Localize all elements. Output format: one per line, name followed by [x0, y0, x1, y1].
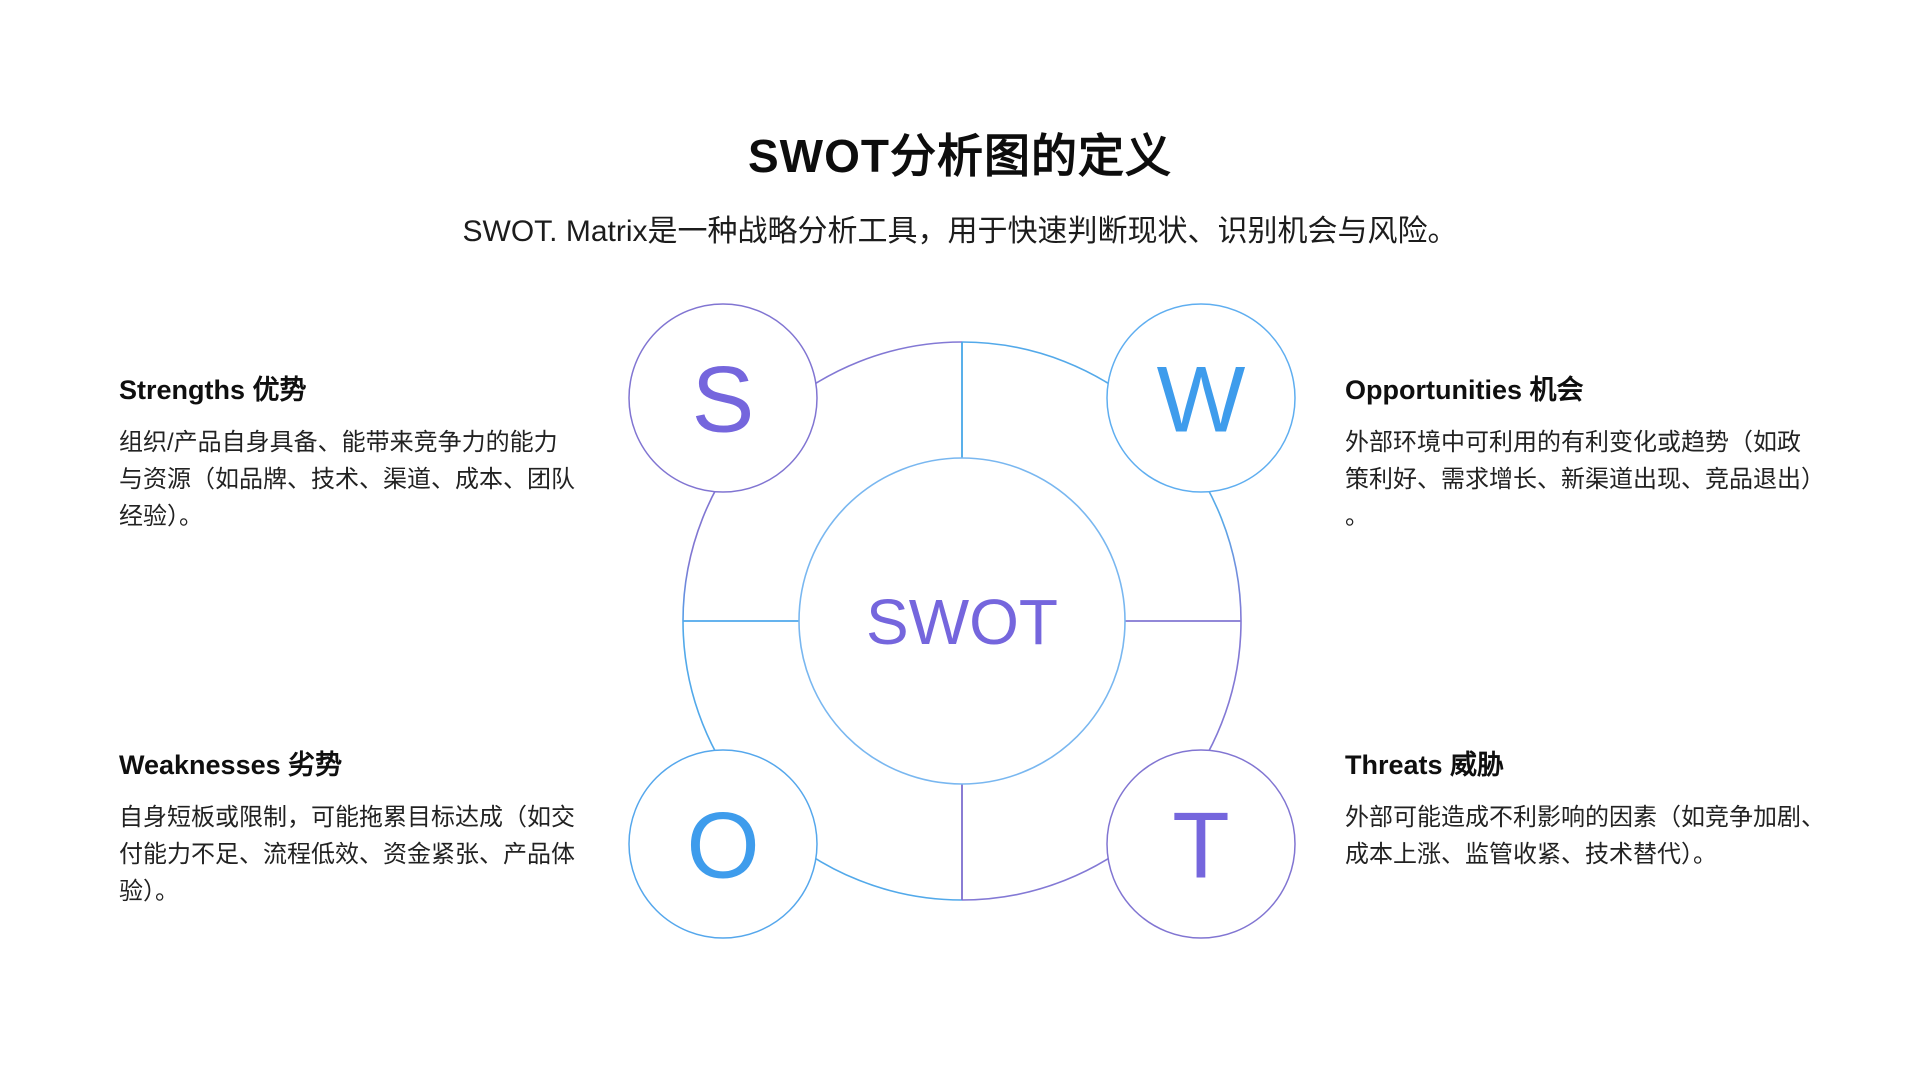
page-subtitle: SWOT. Matrix是一种战略分析工具，用于快速判断现状、识别机会与风险。	[462, 215, 1458, 248]
node-letter-o: O	[686, 792, 759, 897]
node-circle-o	[628, 749, 818, 939]
node-letter-t: T	[1172, 792, 1229, 897]
section-threats: Threats 威胁 外部可能造成不利影响的因素（如竞争加剧、 成本上涨、监管收…	[1345, 749, 1865, 873]
weaknesses-body: 自身短板或限制，可能拖累目标达成（如交 付能力不足、流程低效、资金紧张、产品体 …	[119, 804, 575, 905]
strengths-body: 组织/产品自身具备、能带来竞争力的能力 与资源（如品牌、技术、渠道、成本、团队 …	[119, 429, 575, 530]
connector-lines	[683, 342, 1241, 900]
section-opportunities: Opportunities 机会 外部环境中可利用的有利变化或趋势（如政 策利好…	[1345, 374, 1865, 535]
section-strengths: Strengths 优势 组织/产品自身具备、能带来竞争力的能力 与资源（如品牌…	[119, 374, 639, 535]
node-circle-w	[1106, 303, 1296, 493]
opportunities-body: 外部环境中可利用的有利变化或趋势（如政 策利好、需求增长、新渠道出现、竞品退出）…	[1345, 429, 1825, 530]
section-weaknesses: Weaknesses 劣势 自身短板或限制，可能拖累目标达成（如交 付能力不足、…	[119, 749, 639, 910]
node-circle-t	[1106, 749, 1296, 939]
opportunities-heading: Opportunities 机会	[1345, 375, 1584, 405]
node-letter-s: S	[692, 346, 755, 451]
threats-heading: Threats 威胁	[1345, 750, 1505, 780]
node-letter-w: W	[1157, 346, 1246, 451]
strengths-heading: Strengths 优势	[119, 375, 307, 405]
threats-body: 外部可能造成不利影响的因素（如竞争加剧、 成本上涨、监管收紧、技术替代）。	[1345, 804, 1825, 868]
center-circle	[798, 457, 1126, 785]
page-title: SWOT分析图的定义	[748, 130, 1172, 182]
node-circle-s	[628, 303, 818, 493]
center-label: SWOT	[866, 586, 1058, 658]
weaknesses-heading: Weaknesses 劣势	[119, 750, 343, 780]
